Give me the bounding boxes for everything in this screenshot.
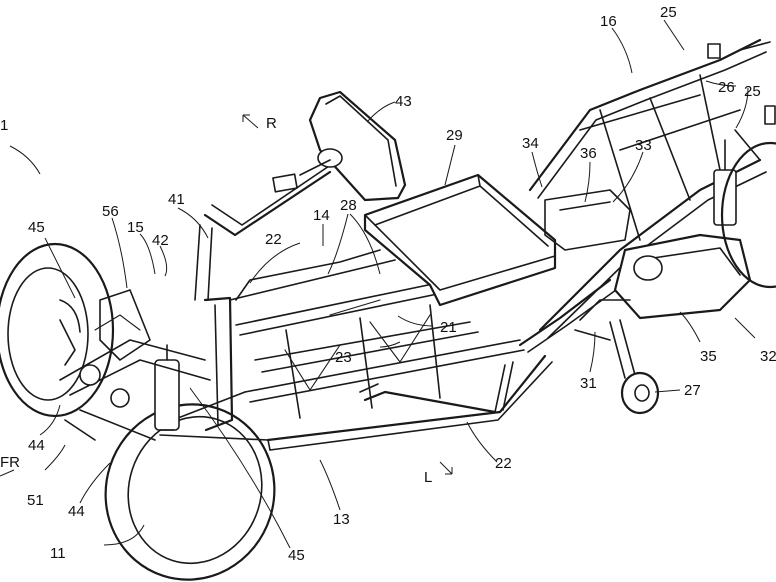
label-35: 35	[700, 348, 717, 365]
label-51: 51	[27, 492, 44, 509]
label-33: 33	[635, 137, 652, 154]
label-13: 13	[333, 511, 350, 528]
label-25-top: 25	[660, 4, 677, 21]
label-27: 27	[684, 382, 701, 399]
leader-lines	[9, 19, 756, 549]
label-29: 29	[446, 127, 463, 144]
label-22-lower: 22	[495, 455, 512, 472]
direction-label-right: R	[266, 115, 277, 132]
label-14: 14	[313, 207, 330, 224]
label-44-upper: 44	[28, 437, 45, 454]
label-31: 31	[580, 375, 597, 392]
direction-arrows	[0, 114, 453, 477]
label-45-lower: 45	[288, 547, 305, 564]
label-26: 26	[718, 79, 735, 96]
front-right-wheel	[0, 242, 115, 418]
label-23: 23	[335, 349, 352, 366]
label-32: 32	[760, 348, 776, 365]
seat	[363, 173, 557, 307]
label-43: 43	[395, 93, 412, 110]
label-22-upper: 22	[265, 231, 282, 248]
tail-wheel	[574, 299, 660, 415]
label-44-lower: 44	[68, 503, 85, 520]
label-45-upper: 45	[28, 219, 45, 236]
rear-shock	[713, 129, 761, 226]
rear-frame	[528, 38, 776, 339]
steering-assembly	[194, 90, 407, 301]
floor-bars	[359, 361, 514, 414]
front-left-wheel	[104, 403, 276, 581]
front-suspension	[59, 289, 211, 441]
label-21: 21	[440, 319, 457, 336]
direction-label-front: FR	[0, 454, 20, 471]
rear-wheel	[720, 141, 776, 289]
label-11: 11	[50, 545, 66, 562]
label-16: 16	[600, 13, 617, 30]
label-1: 1	[0, 117, 8, 134]
label-41: 41	[168, 191, 185, 208]
direction-label-left: L	[424, 469, 432, 486]
label-56: 56	[102, 203, 119, 220]
label-15: 15	[127, 219, 144, 236]
label-34: 34	[522, 135, 539, 152]
label-42: 42	[152, 232, 169, 249]
label-25-right: 25	[744, 83, 761, 100]
label-28: 28	[340, 197, 357, 214]
label-36: 36	[580, 145, 597, 162]
reference-labels: 1 45 56 15 42 41 22 14 28 43 29 34 36 33…	[0, 4, 776, 564]
engine-unit	[544, 189, 752, 320]
main-frame	[159, 249, 617, 451]
